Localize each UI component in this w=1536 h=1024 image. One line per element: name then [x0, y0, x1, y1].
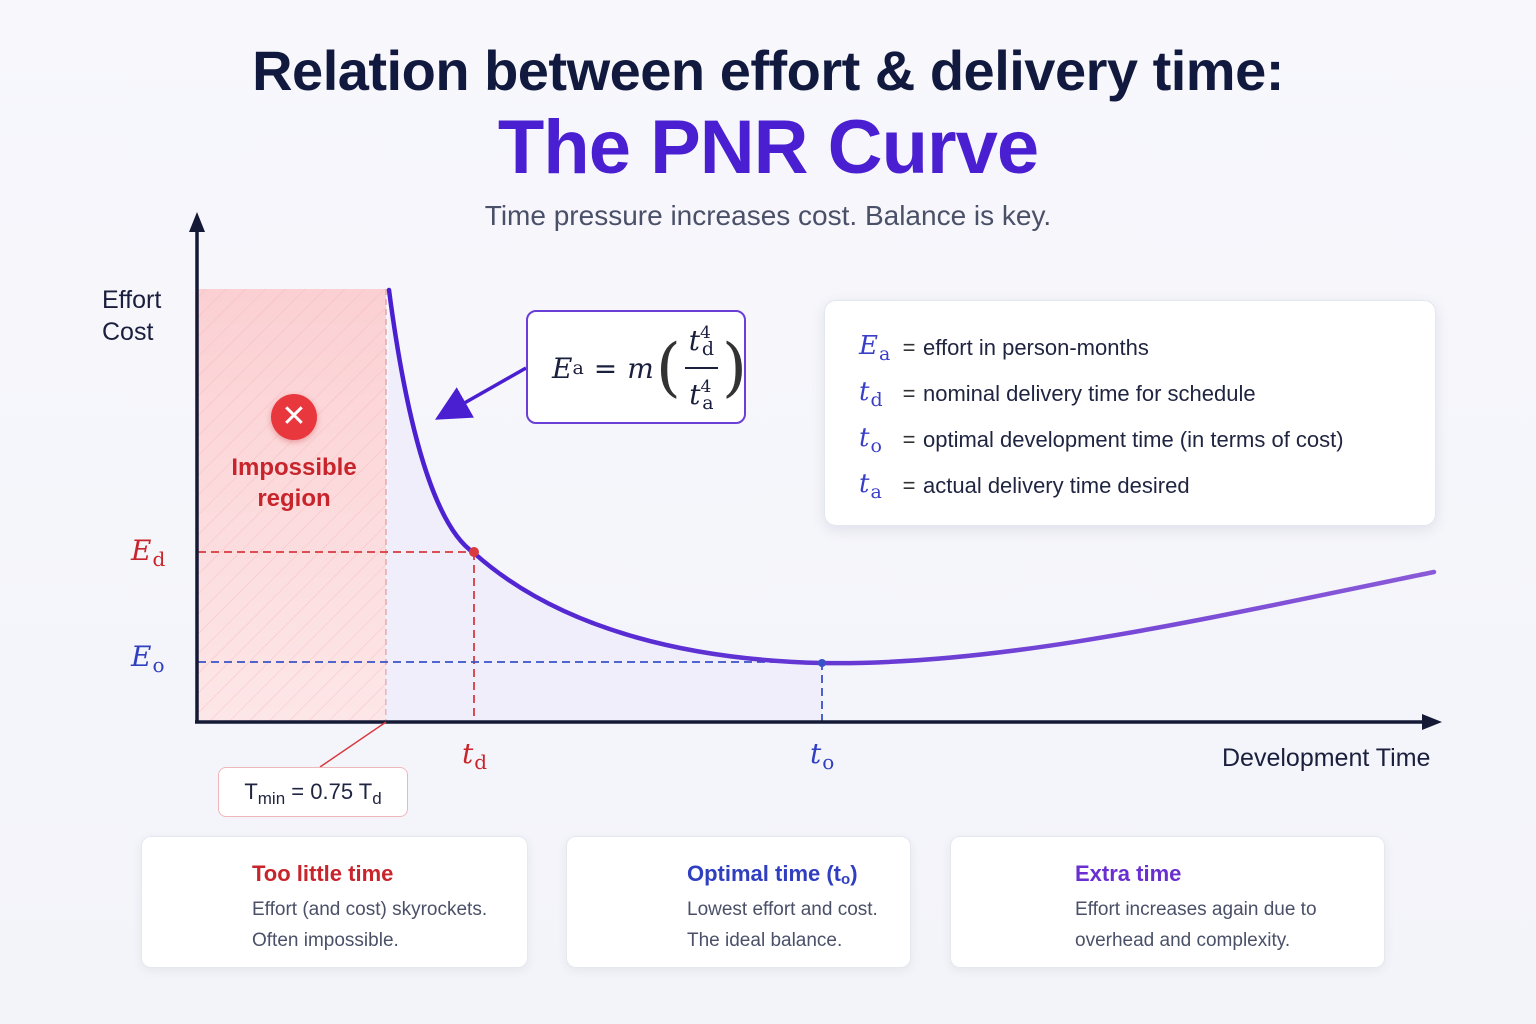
x-tick-to: to: [810, 737, 834, 774]
x-tick-to-sub: o: [822, 750, 835, 774]
formula-num-base: t: [688, 324, 701, 357]
tmin-value: = 0.75 T: [285, 779, 373, 804]
x-axis-label: Development Time: [1222, 744, 1431, 772]
formula-den-base: t: [689, 378, 701, 411]
page-title-line2: The PNR Curve: [497, 105, 1039, 190]
curve-area-shade: [386, 290, 822, 722]
formula-left-paren: (: [655, 331, 681, 405]
pnr-curve: [386, 287, 1437, 666]
y-axis-label-line1: Effort: [102, 286, 162, 314]
tmin-connector: [319, 721, 387, 768]
page-subtitle: Time pressure increases cost. Balance is…: [484, 200, 1052, 231]
formula-equals: =: [593, 351, 618, 385]
impossible-label-line2: region: [257, 485, 331, 512]
y-axis-arrow: [189, 212, 205, 232]
y-axis-label-line2: Cost: [102, 318, 154, 346]
x-tick-td-sub: d: [474, 750, 488, 774]
legend-symbol: Ea: [859, 331, 895, 365]
legend-symbol-sub: a: [878, 343, 891, 365]
legend-description: actual delivery time desired: [923, 473, 1190, 498]
x-tick-td: td: [462, 737, 487, 774]
formula-num-exp: 4: [700, 323, 711, 343]
x-circle-icon: ✕: [271, 394, 317, 440]
legend-equals: =: [902, 381, 916, 406]
legend-symbol-sub: a: [870, 481, 882, 503]
legend-symbol: td: [859, 377, 895, 411]
y-tick-ed-base: E: [131, 534, 152, 567]
card-title-text: Too little time: [252, 861, 394, 886]
tmin-sub2: d: [372, 789, 382, 808]
card-optimal-time: Optimal time (to) Lowest effort and cost…: [566, 836, 911, 968]
formula-lhs-sub: a: [572, 357, 584, 379]
card-title-text: Extra time: [1075, 861, 1182, 886]
formula-den-sub: a: [702, 392, 714, 414]
legend-symbol-sub: d: [870, 389, 883, 411]
x-axis-arrow: [1422, 714, 1442, 730]
legend-row-to: to = optimal development time (in terms …: [859, 423, 1344, 457]
y-tick-ed: Ed: [131, 534, 165, 571]
card-title: Optimal time (to): [687, 861, 858, 888]
x-tick-td-base: t: [462, 737, 474, 770]
impossible-region-hatch: [198, 289, 386, 722]
y-tick-eo-sub: o: [152, 653, 165, 677]
card-extra-time: Extra time Effort increases again due to…: [950, 836, 1385, 968]
legend-symbol: ta: [859, 469, 895, 503]
to-point: [818, 659, 826, 667]
card-title: Extra time: [1075, 861, 1181, 887]
y-tick-eo-base: E: [131, 640, 152, 673]
legend-symbol-sub: o: [870, 435, 882, 457]
y-axis-label: Effort Cost: [102, 284, 161, 348]
card-title-end: ): [850, 861, 858, 886]
legend-symbol-base: t: [859, 377, 870, 407]
card-title-sub: o: [841, 871, 851, 888]
formula-den-exp: 4: [700, 377, 712, 397]
legend-box: Ea = effort in person-months td = nomina…: [824, 300, 1436, 526]
legend-equals: =: [902, 427, 916, 452]
tmin-label: Tmin = 0.75 Td: [218, 767, 408, 817]
formula-lhs: E: [552, 351, 573, 385]
formula-fraction: t4d t4a: [684, 317, 719, 419]
card-line1: Lowest effort and cost.: [687, 899, 878, 920]
card-line2: overhead and complexity.: [1075, 930, 1291, 951]
y-tick-eo: Eo: [131, 640, 165, 677]
td-point: [469, 547, 479, 557]
card-title-text: Optimal time (t: [687, 861, 842, 886]
card-line1: Effort increases again due to: [1075, 899, 1317, 920]
legend-row-ea: Ea = effort in person-months: [859, 331, 1149, 365]
legend-description: effort in person-months: [923, 335, 1149, 360]
formula-num-sub: d: [701, 338, 715, 360]
card-line2: The ideal balance.: [687, 930, 843, 951]
formula-right-paren: ): [722, 331, 748, 405]
legend-equals: =: [902, 335, 916, 360]
legend-symbol-base: t: [859, 469, 870, 499]
card-title: Too little time: [252, 861, 393, 887]
legend-symbol-base: E: [859, 331, 878, 361]
card-line1: Effort (and cost) skyrockets.: [252, 899, 488, 920]
impossible-region-label: ✕ Impossible region: [198, 390, 390, 514]
x-tick-to-base: t: [810, 737, 822, 770]
legend-symbol-base: t: [859, 423, 870, 453]
legend-row-ta: ta = actual delivery time desired: [859, 469, 1190, 503]
formula-pointer-arrow: [434, 366, 527, 420]
legend-description: optimal development time (in terms of co…: [923, 427, 1344, 452]
legend-description: nominal delivery time for schedule: [923, 381, 1256, 406]
tmin-sub: min: [257, 789, 286, 808]
tmin-base: T: [244, 779, 258, 804]
card-line2: Often impossible.: [252, 930, 399, 951]
impossible-label-line1: Impossible: [231, 454, 357, 481]
legend-equals: =: [902, 473, 916, 498]
page-title-line1: Relation between effort & delivery time:: [252, 39, 1284, 102]
formula-numerator: t4d: [684, 317, 719, 369]
legend-symbol: to: [859, 423, 895, 457]
formula-coefficient: m: [627, 351, 654, 385]
legend-row-td: td = nominal delivery time for schedule: [859, 377, 1256, 411]
formula-denominator: t4a: [685, 369, 717, 419]
y-tick-ed-sub: d: [152, 547, 166, 571]
card-too-little-time: Too little time Effort (and cost) skyroc…: [141, 836, 528, 968]
